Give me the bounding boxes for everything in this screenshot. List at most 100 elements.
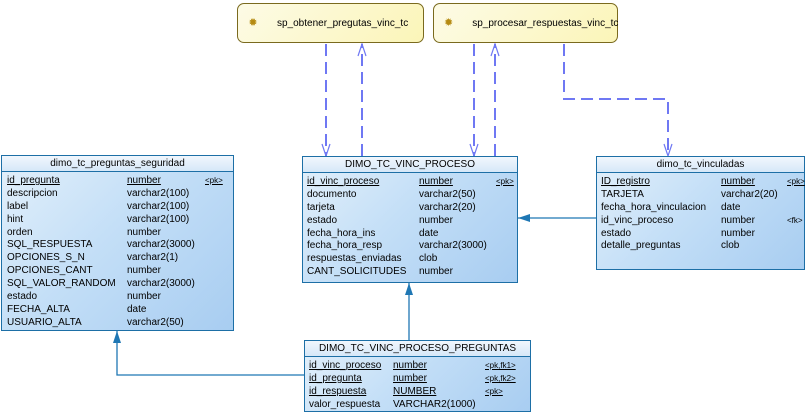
table-column-row[interactable]: FECHA_ALTA date <box>2 304 233 317</box>
column-type: date <box>127 303 147 315</box>
table-column-row[interactable]: SQL_RESPUESTA varchar2(3000) <box>2 239 233 252</box>
ref-arrow-t3-t2 <box>518 214 530 222</box>
column-name: valor_respuesta <box>309 398 381 410</box>
column-type: number <box>127 291 161 303</box>
column-name: id_respuesta <box>309 385 367 397</box>
column-name: tarjeta <box>307 201 335 213</box>
column-type: clob <box>419 253 438 265</box>
dependency-p2-to-t3 <box>563 44 669 156</box>
gear-icon: ✹ <box>248 17 258 29</box>
column-type: number <box>721 214 755 226</box>
column-name: hint <box>7 213 24 225</box>
column-name: id_vinc_proceso <box>307 176 380 187</box>
column-type: number <box>393 372 427 384</box>
column-name: estado <box>601 227 632 239</box>
table-column-row[interactable]: descripcion varchar2(100) <box>2 188 233 201</box>
column-type: number <box>721 227 755 239</box>
table-column-row[interactable]: id_vinc_proceso number <pk> <box>303 176 517 189</box>
column-type: varchar2(3000) <box>127 278 195 290</box>
column-type: number <box>127 175 161 186</box>
ref-arrow-t4-t1 <box>113 331 121 343</box>
arrowhead-down-p2-t3 <box>663 143 673 158</box>
column-type: varchar2(100) <box>127 187 190 199</box>
table-column-row[interactable]: id_pregunta number <pk,fk2> <box>305 373 530 386</box>
column-type: varchar2(100) <box>127 200 190 212</box>
column-name: USUARIO_ALTA <box>7 316 82 328</box>
table-title: dimo_tc_preguntas_seguridad <box>2 156 233 172</box>
table-column-row[interactable]: SQL_VALOR_RANDOM varchar2(3000) <box>2 278 233 291</box>
column-name: fecha_hora_ins <box>307 227 376 239</box>
column-type: number <box>419 214 453 226</box>
table-column-row[interactable]: orden number <box>2 227 233 240</box>
column-name: TARJETA <box>601 188 644 200</box>
column-type: clob <box>721 240 740 252</box>
gear-icon: ✹ <box>444 17 454 29</box>
table-column-row[interactable]: fecha_hora_resp varchar2(3000) <box>303 240 517 253</box>
column-type: date <box>419 227 439 239</box>
column-type: varchar2(3000) <box>127 239 195 251</box>
column-type: number <box>393 360 427 371</box>
column-name: SQL_RESPUESTA <box>7 239 93 251</box>
table-column-row[interactable]: fecha_hora_ins date <box>303 228 517 241</box>
table-column-row[interactable]: id_vinc_proceso number <pk,fk1> <box>305 360 530 373</box>
column-name: label <box>7 200 29 212</box>
table-column-row[interactable]: label varchar2(100) <box>2 201 233 214</box>
procedure-sp-procesar-respuestas-vinc-tc[interactable]: ✹ sp_procesar_respuestas_vinc_tc <box>433 3 618 43</box>
column-type: number <box>127 226 161 238</box>
column-name: FECHA_ALTA <box>7 303 70 315</box>
column-name: id_vinc_proceso <box>309 360 382 371</box>
table-column-row[interactable]: USUARIO_ALTA varchar2(50) <box>2 317 233 330</box>
column-name: id_pregunta <box>309 372 362 384</box>
column-type: varchar2(50) <box>127 316 184 328</box>
ref-arrow-t4-t2 <box>405 283 413 295</box>
column-name: SQL_VALOR_RANDOM <box>7 278 116 290</box>
column-name: documento <box>307 188 357 200</box>
column-key: <pk> <box>787 177 805 186</box>
procedure-name: sp_procesar_respuestas_vinc_tc <box>472 17 619 29</box>
arrowhead-up-t2-p2 <box>490 42 500 57</box>
procedure-name: sp_obtener_pregutas_vinc_tc <box>277 17 409 29</box>
table-column-row[interactable]: tarjeta varchar2(20) <box>303 202 517 215</box>
column-name: fecha_hora_resp <box>307 240 383 252</box>
column-key: <pk> <box>205 176 223 185</box>
procedure-sp-obtener-pregutas-vinc-tc[interactable]: ✹ sp_obtener_pregutas_vinc_tc <box>237 3 424 43</box>
table-column-row[interactable]: CANT_SOLICITUDES number <box>303 266 517 279</box>
column-type: varchar2(20) <box>419 201 476 213</box>
column-name: orden <box>7 226 33 238</box>
column-type: number <box>419 266 453 278</box>
arrowhead-down-p2-t2 <box>469 143 479 158</box>
column-key: <pk> <box>496 177 514 186</box>
column-name: CANT_SOLICITUDES <box>307 266 407 278</box>
column-key: <pk,fk2> <box>485 373 516 383</box>
column-type: number <box>419 176 453 187</box>
table-column-row[interactable]: estado number <box>597 228 804 241</box>
column-type: number <box>127 265 161 277</box>
table-dimo-tc-vinc-proceso-preguntas[interactable]: DIMO_TC_VINC_PROCESO_PREGUNTAS id_vinc_p… <box>304 340 531 412</box>
reference-t4-to-t1 <box>116 331 304 376</box>
column-name: descripcion <box>7 187 58 199</box>
column-type: varchar2(3000) <box>419 240 487 252</box>
column-name: id_vinc_proceso <box>601 214 674 226</box>
table-title: DIMO_TC_VINC_PROCESO_PREGUNTAS <box>305 341 530 357</box>
column-key: <pk,fk1> <box>485 361 516 370</box>
